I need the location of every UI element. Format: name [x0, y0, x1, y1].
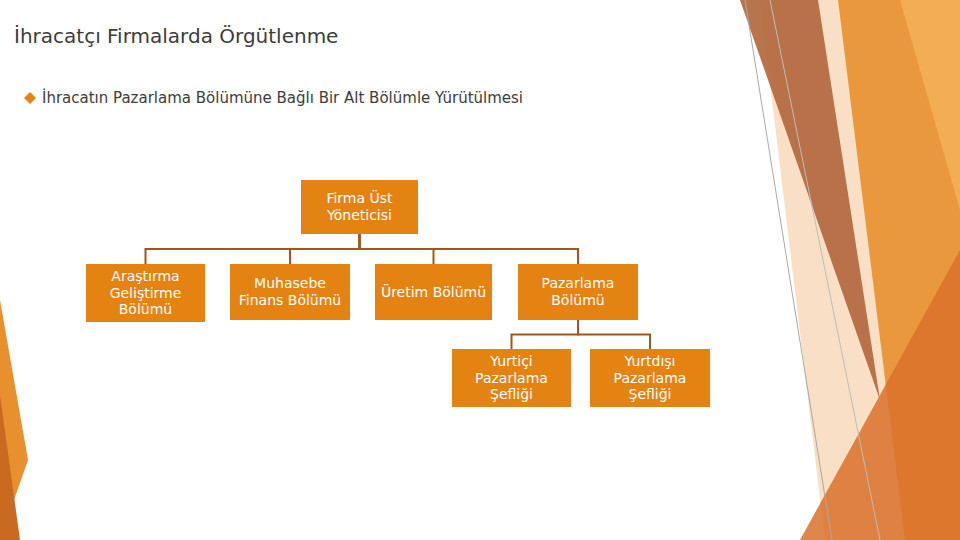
deco-band: [740, 0, 880, 400]
deco-band: [0, 300, 28, 540]
box-label: Pazarlama Bölümü: [522, 275, 634, 308]
department-box: Yurtdışı Pazarlama Şefliği: [590, 349, 710, 407]
slide-title: İhracatçı Firmalarda Örgütlenme: [14, 24, 338, 48]
deco-line: [745, 0, 832, 540]
box-label: Üretim Bölümü: [381, 284, 486, 301]
department-box: Pazarlama Bölümü: [518, 264, 638, 320]
bullet-text: İhracatın Pazarlama Bölümüne Bağlı Bir A…: [42, 89, 523, 107]
org-connector: [290, 234, 360, 264]
department-box: Yurtiçi Pazarlama Şefliği: [452, 349, 571, 407]
org-connector: [578, 320, 650, 349]
root-box: Firma Üst Yöneticisi: [301, 180, 418, 234]
deco-band: [0, 395, 20, 540]
deco-line: [770, 0, 880, 540]
deco-band: [900, 0, 960, 210]
box-label: Yurtiçi Pazarlama Şefliği: [456, 353, 567, 403]
box-label: Araştırma Geliştirme Bölümü: [90, 268, 201, 318]
org-connector: [360, 234, 579, 264]
org-connector: [146, 234, 360, 264]
department-box: Muhasebe Finans Bölümü: [230, 264, 350, 320]
box-label: Firma Üst Yöneticisi: [305, 190, 414, 223]
deco-band: [800, 250, 960, 540]
org-connector: [512, 320, 579, 349]
box-label: Muhasebe Finans Bölümü: [234, 275, 346, 308]
department-box: Üretim Bölümü: [375, 264, 492, 320]
bullet-diamond: [24, 92, 36, 104]
department-box: Araştırma Geliştirme Bölümü: [86, 264, 205, 322]
box-label: Yurtdışı Pazarlama Şefliği: [594, 353, 706, 403]
